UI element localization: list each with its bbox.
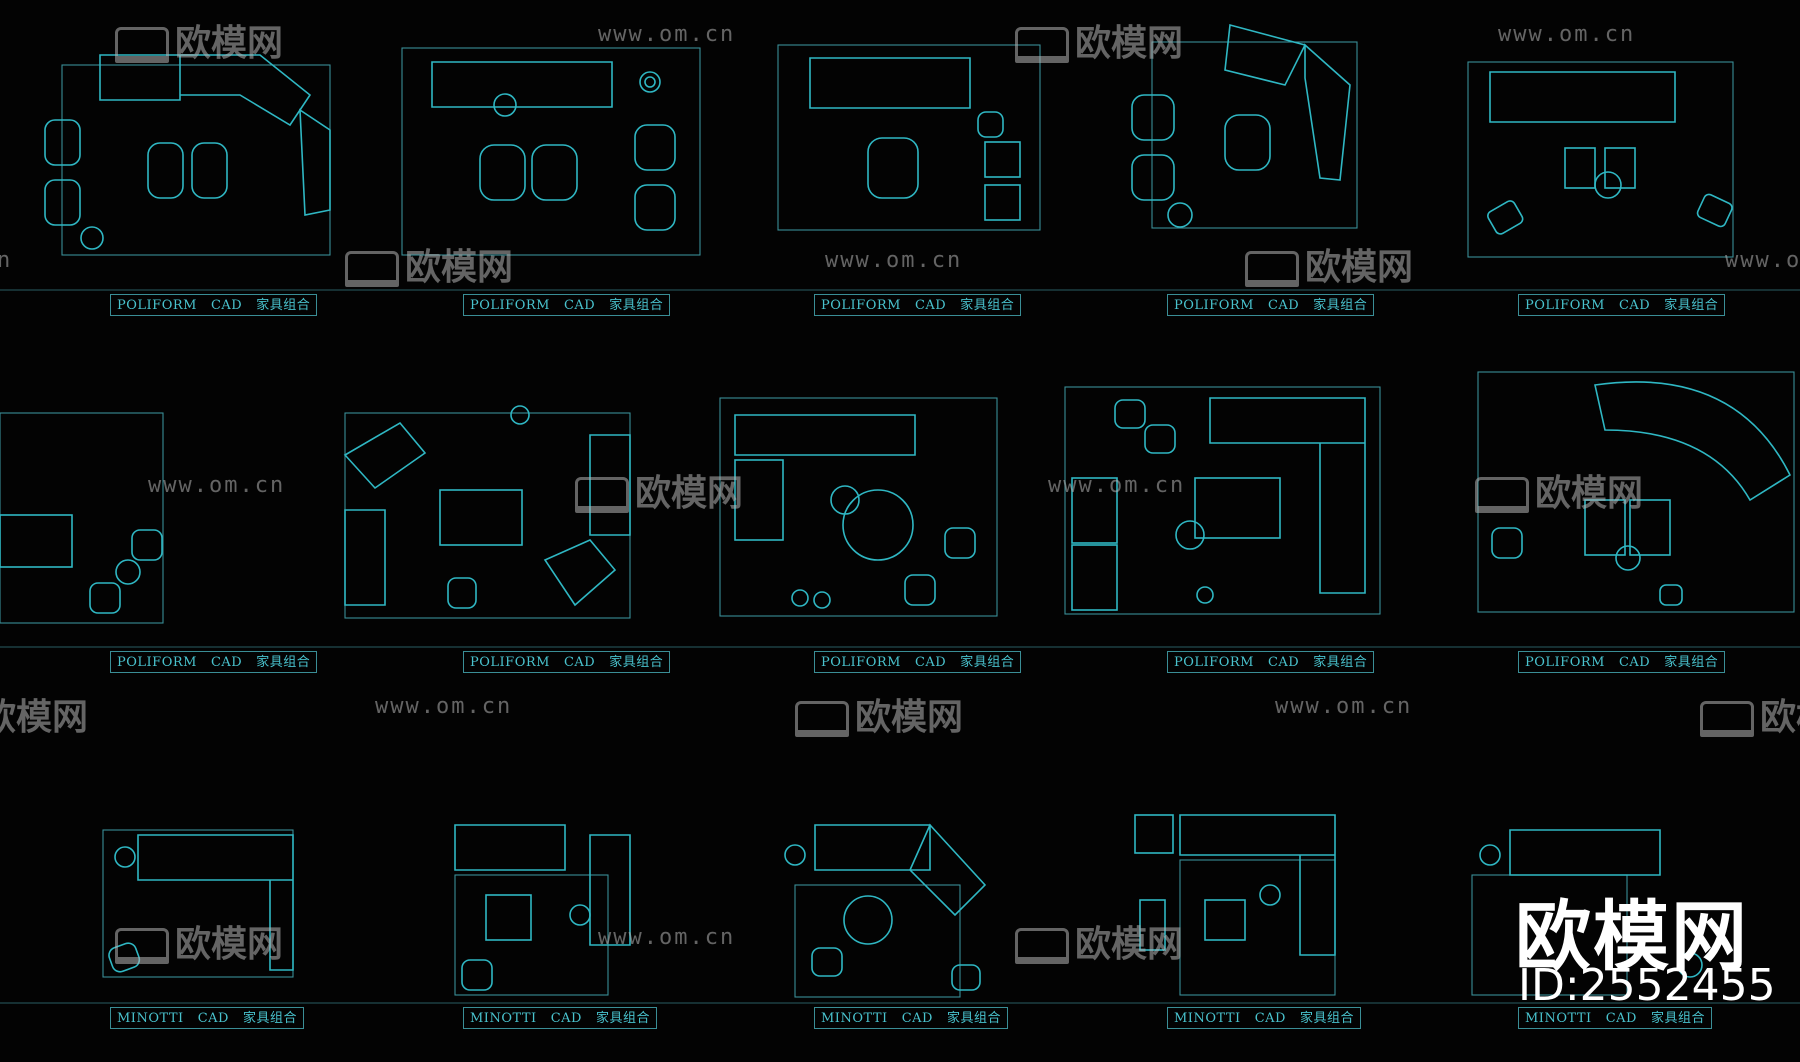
plan-r2-1 <box>0 412 164 624</box>
plan-r1-2 <box>401 47 701 256</box>
caption-brand: POLIFORM <box>470 655 550 670</box>
caption-type: CAD <box>1254 1011 1286 1026</box>
caption-brand: POLIFORM <box>470 298 550 313</box>
caption-r3-2: MINOTTI CAD 家具组合 <box>463 1007 657 1029</box>
plan-r2-4 <box>1064 386 1381 615</box>
caption-r2-4: POLIFORM CAD 家具组合 <box>1167 651 1375 673</box>
plan-r3-4 <box>1134 814 1336 996</box>
caption-desc: 家具组合 <box>595 1011 650 1026</box>
caption-type: CAD <box>1267 298 1300 313</box>
plan-r1-3 <box>777 44 1041 231</box>
caption-type: CAD <box>914 298 947 313</box>
caption-type: CAD <box>1618 298 1651 313</box>
caption-desc: 家具组合 <box>242 1011 297 1026</box>
caption-r1-5: POLIFORM CAD 家具组合 <box>1518 294 1726 316</box>
caption-brand: MINOTTI <box>821 1011 888 1026</box>
caption-brand: POLIFORM <box>1525 655 1605 670</box>
caption-brand: MINOTTI <box>470 1011 537 1026</box>
plan-r1-5 <box>1467 61 1734 258</box>
caption-desc: 家具组合 <box>946 1011 1001 1026</box>
caption-type: CAD <box>1618 655 1651 670</box>
caption-desc: 家具组合 <box>1313 655 1368 670</box>
caption-r2-1: POLIFORM CAD 家具组合 <box>110 651 318 673</box>
plan-r1-4 <box>1131 23 1358 229</box>
caption-desc: 家具组合 <box>1299 1011 1354 1026</box>
plan-r2-5 <box>1477 371 1795 613</box>
site-badge-title: 欧模网 <box>1515 892 1749 981</box>
caption-type: CAD <box>550 1011 582 1026</box>
caption-r1-1: POLIFORM CAD 家具组合 <box>110 294 318 316</box>
caption-r3-4: MINOTTI CAD 家具组合 <box>1167 1007 1361 1029</box>
caption-type: CAD <box>914 655 947 670</box>
caption-type: CAD <box>563 655 596 670</box>
caption-desc: 家具组合 <box>1664 655 1719 670</box>
caption-brand: POLIFORM <box>821 655 901 670</box>
caption-brand: MINOTTI <box>117 1011 184 1026</box>
plan-r2-2 <box>343 405 631 619</box>
caption-desc: 家具组合 <box>1664 298 1719 313</box>
caption-type: CAD <box>563 298 596 313</box>
caption-brand: MINOTTI <box>1174 1011 1241 1026</box>
caption-desc: 家具组合 <box>1313 298 1368 313</box>
caption-r1-3: POLIFORM CAD 家具组合 <box>814 294 1022 316</box>
plan-r3-3 <box>784 823 987 998</box>
caption-brand: POLIFORM <box>821 298 901 313</box>
caption-desc: 家具组合 <box>960 655 1015 670</box>
caption-type: CAD <box>210 655 243 670</box>
plan-r3-1 <box>102 829 294 978</box>
caption-desc: 家具组合 <box>1650 1011 1705 1026</box>
plan-r1-1 <box>44 54 331 256</box>
caption-brand: POLIFORM <box>1174 298 1254 313</box>
caption-r1-2: POLIFORM CAD 家具组合 <box>463 294 671 316</box>
plan-r3-5 <box>1471 829 1703 996</box>
caption-desc: 家具组合 <box>256 655 311 670</box>
caption-type: CAD <box>901 1011 933 1026</box>
caption-brand: POLIFORM <box>1525 298 1605 313</box>
caption-brand: POLIFORM <box>1174 655 1254 670</box>
caption-r2-5: POLIFORM CAD 家具组合 <box>1518 651 1726 673</box>
caption-r3-1: MINOTTI CAD 家具组合 <box>110 1007 304 1029</box>
caption-type: CAD <box>1267 655 1300 670</box>
caption-brand: POLIFORM <box>117 655 197 670</box>
caption-desc: 家具组合 <box>256 298 311 313</box>
caption-desc: 家具组合 <box>609 298 664 313</box>
caption-type: CAD <box>197 1011 229 1026</box>
caption-r3-5: MINOTTI CAD 家具组合 <box>1518 1007 1712 1029</box>
caption-brand: MINOTTI <box>1525 1011 1592 1026</box>
caption-desc: 家具组合 <box>609 655 664 670</box>
caption-brand: POLIFORM <box>117 298 197 313</box>
caption-type: CAD <box>1605 1011 1637 1026</box>
site-badge-id: ID:2552455 <box>1518 960 1776 1011</box>
caption-r2-3: POLIFORM CAD 家具组合 <box>814 651 1022 673</box>
plan-r2-3 <box>719 397 998 617</box>
caption-r1-4: POLIFORM CAD 家具组合 <box>1167 294 1375 316</box>
caption-r3-3: MINOTTI CAD 家具组合 <box>814 1007 1008 1029</box>
caption-r2-2: POLIFORM CAD 家具组合 <box>463 651 671 673</box>
caption-desc: 家具组合 <box>960 298 1015 313</box>
plan-r3-2 <box>454 824 631 996</box>
caption-type: CAD <box>210 298 243 313</box>
